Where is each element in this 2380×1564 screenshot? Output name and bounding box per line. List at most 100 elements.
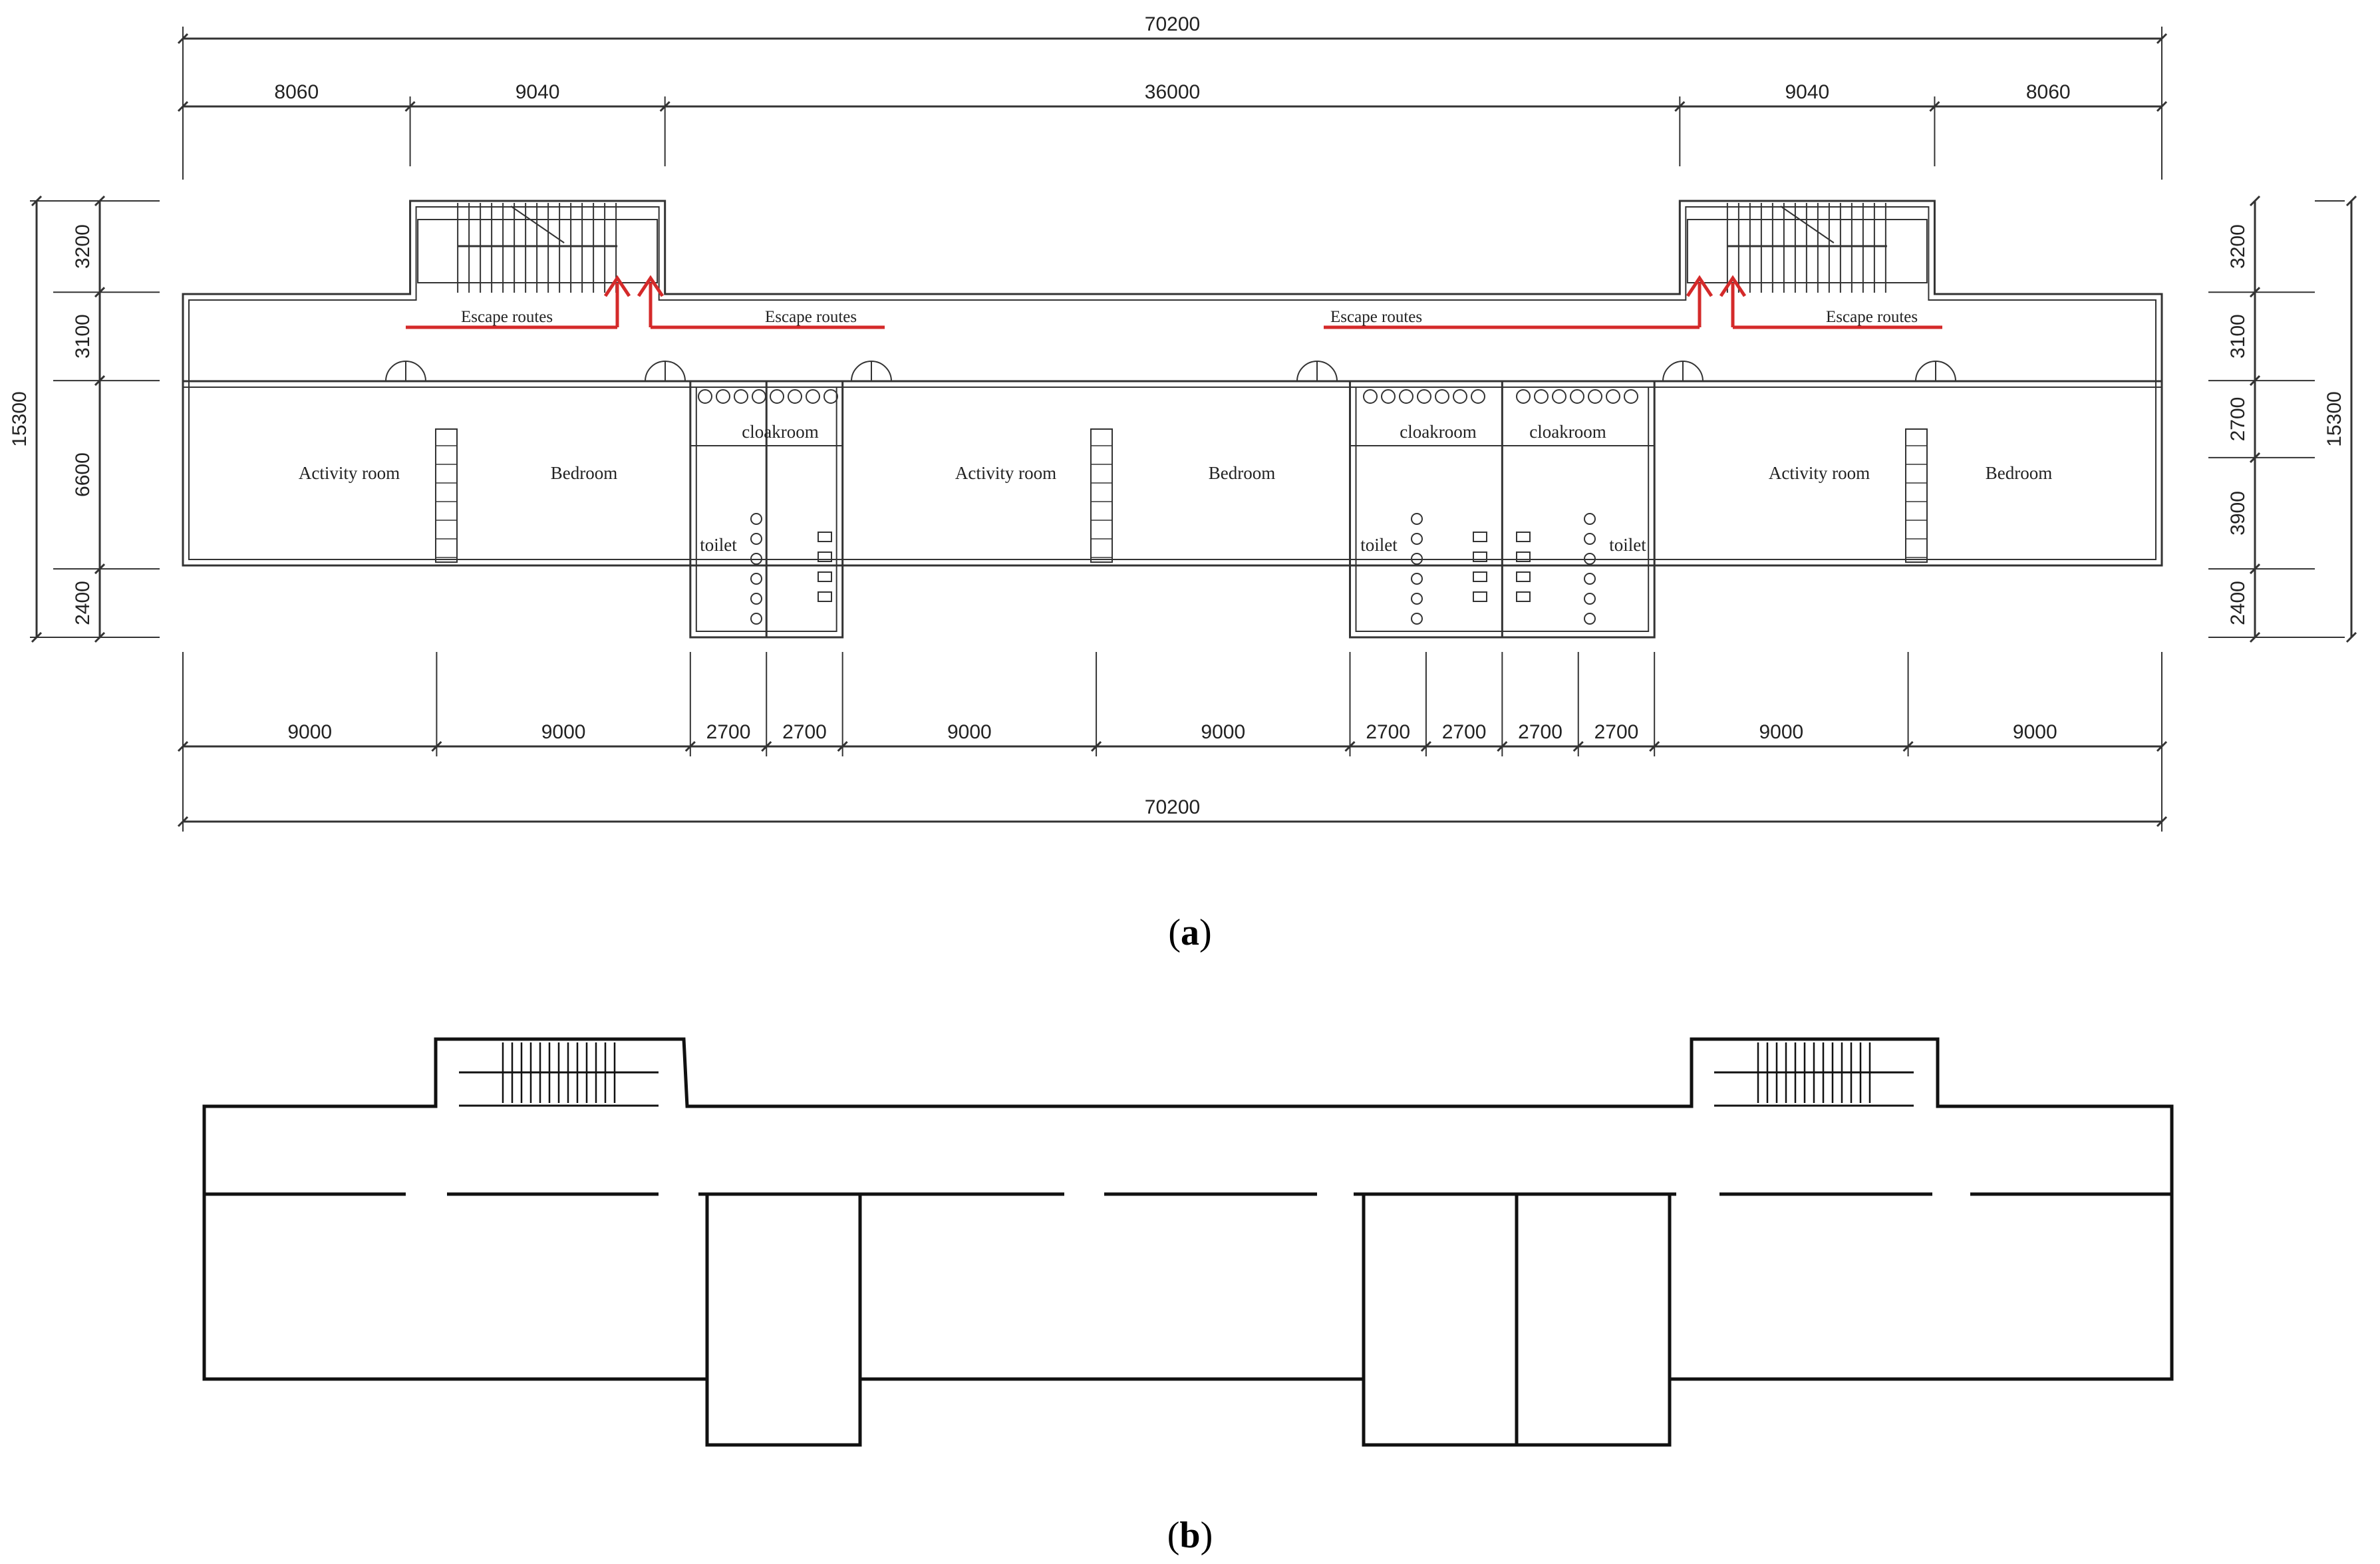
caption-b-letter: b	[1179, 1515, 1200, 1556]
toilet-fixture	[1584, 553, 1596, 565]
cloak-hook	[770, 389, 784, 404]
toilet-label: toilet	[1609, 535, 1646, 555]
inner-wall	[188, 206, 2157, 560]
stair-b	[459, 1042, 659, 1107]
bottom-dimension-label: 9000	[947, 721, 992, 743]
escape-route-arrow	[637, 275, 665, 297]
door-swing	[1935, 361, 1956, 382]
door-swing	[851, 360, 872, 382]
escape-route-arrow	[1686, 275, 1713, 297]
dimension-tick	[2345, 195, 2357, 207]
door-swing	[405, 361, 426, 382]
caption-a-letter: a	[1181, 912, 1199, 953]
room-divider	[1090, 428, 1113, 563]
bottom-dimension-label: 9000	[1201, 721, 1245, 743]
top-dimension-label: 8060	[2026, 81, 2071, 103]
bottom-dimension-label: 9000	[541, 721, 586, 743]
right-dimension-label: 3900	[2227, 491, 2249, 536]
door	[851, 360, 892, 382]
door-swing	[1915, 360, 1936, 382]
toilet-label: toilet	[700, 535, 737, 555]
right-dimension-total-label: 15300	[2323, 391, 2345, 446]
toilet-fixture	[1584, 613, 1596, 625]
toilet-fixture	[1411, 553, 1423, 565]
top-dimension-label: 9040	[516, 81, 560, 103]
floor-plan-b	[202, 1037, 2174, 1447]
left-dimension-label: 3200	[72, 224, 94, 269]
door-swing	[1662, 360, 1684, 382]
left-dimension-label: 3100	[72, 314, 94, 359]
right-dimension-label: 3100	[2227, 314, 2249, 359]
escape-route-arrow	[603, 275, 631, 297]
caption-b: (b)	[1167, 1515, 1213, 1556]
dimension-tick	[2345, 631, 2357, 643]
toilet-fixture	[1411, 613, 1423, 625]
cloak-hook	[823, 389, 838, 404]
bottom-dimension-label: 2700	[1518, 721, 1562, 743]
door	[1915, 360, 1956, 382]
escape-routes	[406, 275, 1942, 329]
cloak-hook	[1606, 389, 1620, 404]
left-dimension-total-label: 15300	[9, 391, 31, 446]
room-divider	[435, 428, 458, 563]
sink-fixture	[1473, 551, 1487, 562]
escape-route-label: Escape routes	[1826, 308, 1918, 326]
toilet-fixture	[1584, 573, 1596, 585]
toilet-label: toilet	[1360, 535, 1398, 555]
cloak-hook	[1552, 389, 1566, 404]
caption-a: (a)	[1168, 912, 1211, 953]
toilet-fixture	[750, 573, 762, 585]
door-swing	[1682, 361, 1704, 382]
cloak-hook	[1471, 389, 1485, 404]
top-dimension-label: 9040	[1785, 81, 1829, 103]
cloak-hook	[1363, 389, 1378, 404]
stair-arrow	[1780, 206, 1835, 243]
sink-fixture	[818, 532, 832, 542]
door	[645, 360, 686, 382]
door-swing	[871, 361, 892, 382]
dimension-lines	[30, 27, 2357, 832]
door	[1662, 360, 1704, 382]
right-dimension-label: 2700	[2227, 397, 2249, 442]
sink-fixture	[1516, 571, 1531, 582]
bottom-dimension-label: 9000	[1759, 721, 1804, 743]
dimension-tick	[177, 100, 189, 112]
escape-route-label: Escape routes	[461, 308, 553, 326]
cloak-hook	[1624, 389, 1638, 404]
cloak-hook	[752, 389, 766, 404]
stair-b	[1714, 1042, 1914, 1107]
toilet-fixture	[1411, 573, 1423, 585]
cloakroom-label: cloakroom	[1529, 422, 1606, 442]
cloak-hook	[1399, 389, 1413, 404]
overall-dimension-top-label: 70200	[1145, 13, 1200, 35]
toilet-fixture	[1411, 513, 1423, 525]
activity-room-label: Activity room	[299, 463, 400, 483]
toilet-fixture	[750, 513, 762, 525]
escape-route-label: Escape routes	[1330, 308, 1422, 326]
cloak-hook	[806, 389, 820, 404]
door	[385, 360, 426, 382]
toilet-fixture	[1411, 533, 1423, 545]
cloak-hook	[788, 389, 802, 404]
bedroom-label: Bedroom	[1986, 463, 2053, 483]
sink-fixture	[818, 571, 832, 582]
bottom-dimension-label: 2700	[1442, 721, 1487, 743]
door-swing	[1316, 361, 1338, 382]
dimension-tick	[177, 816, 189, 828]
overall-dimension-bottom-label: 70200	[1145, 796, 1200, 818]
sink-fixture	[1473, 532, 1487, 542]
activity-room-label: Activity room	[955, 463, 1056, 483]
cloak-hook	[1453, 389, 1467, 404]
cloak-hook	[1417, 389, 1431, 404]
sink-fixture	[1516, 591, 1531, 602]
door-swing	[1296, 360, 1318, 382]
cloak-hook	[716, 389, 730, 404]
door-swing	[645, 360, 666, 382]
bottom-dimension-label: 9000	[2013, 721, 2057, 743]
cloak-hook	[734, 389, 748, 404]
door-swing	[665, 361, 686, 382]
toilet-fixture	[750, 553, 762, 565]
bottom-dimension-label: 2700	[706, 721, 751, 743]
